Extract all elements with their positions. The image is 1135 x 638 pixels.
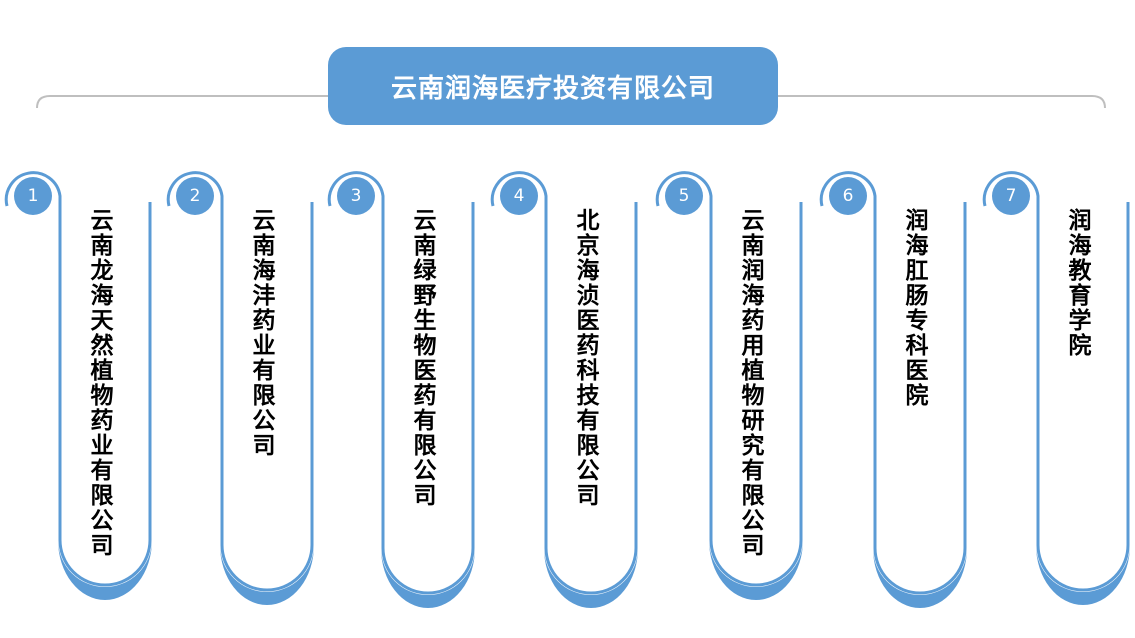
number-badge-circle <box>176 177 214 215</box>
number-badge-circle <box>829 177 867 215</box>
number-badge: 1 <box>27 186 39 206</box>
number-badge: 2 <box>189 186 201 206</box>
number-badge: 3 <box>350 186 362 206</box>
number-badge: 7 <box>1005 186 1017 206</box>
connector-path <box>655 171 803 587</box>
subsidiary-name: 云南绿野生物医药有限公司 <box>409 208 435 508</box>
subsidiary-name: 润海肛肠专科医院 <box>901 208 927 408</box>
connector-crescent <box>544 548 638 608</box>
number-badge: 5 <box>678 186 690 206</box>
connector-crescent <box>873 548 967 608</box>
subsidiary-name: 云南海沣药业有限公司 <box>248 208 274 458</box>
parent-company-title: 云南润海医疗投资有限公司 <box>328 47 778 125</box>
number-badge-circle <box>500 177 538 215</box>
subsidiary-name: 云南润海药用植物研究有限公司 <box>737 208 763 558</box>
connector-crescent <box>220 545 314 605</box>
connector-path <box>982 171 1130 592</box>
number-badge-circle <box>992 177 1030 215</box>
subsidiary-name: 润海教育学院 <box>1064 208 1090 358</box>
number-badge: 6 <box>842 186 854 206</box>
connector-crescent <box>58 540 152 600</box>
connector-path <box>327 171 475 595</box>
connector-path <box>166 171 314 592</box>
number-badge-circle <box>14 177 52 215</box>
connector-crescent <box>1036 545 1130 605</box>
subsidiary-name: 云南龙海天然植物药业有限公司 <box>86 208 112 558</box>
connector-path <box>819 171 967 595</box>
connector-path <box>490 171 638 595</box>
subsidiary-name: 北京海浈医药科技有限公司 <box>572 208 598 508</box>
number-badge: 4 <box>513 186 525 206</box>
connector-crescent <box>381 548 475 608</box>
number-badge-circle <box>665 177 703 215</box>
connector-path <box>4 171 152 587</box>
number-badge-circle <box>337 177 375 215</box>
connector-crescent <box>709 540 803 600</box>
